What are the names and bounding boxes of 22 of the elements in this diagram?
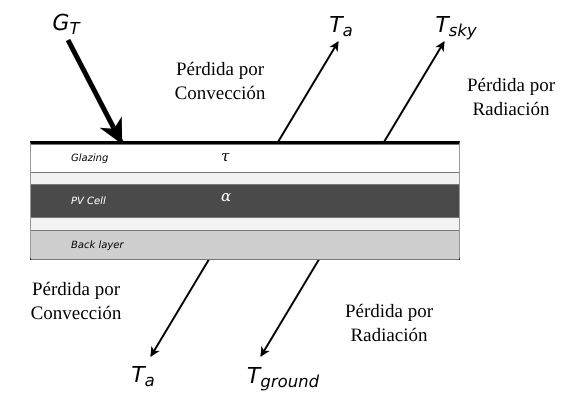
arrow [277, 41, 339, 143]
greek-symbol: τ [221, 146, 230, 167]
edge-label: Pérdida por Convección [30, 278, 122, 326]
temperature-symbol: T$_{a}$ [128, 358, 158, 392]
temperature-symbol: T$_{a}$ [326, 10, 356, 40]
arrow [260, 258, 320, 357]
solar-panel [30, 141, 460, 260]
temperature-symbol: G$_{T}$ [44, 8, 88, 38]
layer-label: Glazing [71, 152, 108, 166]
panel-layer [31, 230, 459, 260]
greek-symbol: α [221, 186, 232, 207]
panel-layer [31, 184, 459, 218]
edge-label: Pérdida por Convección [174, 58, 266, 106]
edge-label: Pérdida por Radiación [344, 300, 434, 348]
temperature-symbol: T$_{sky}$ [434, 10, 478, 40]
temperature-symbol: T$_{ground}$ [246, 358, 320, 394]
edge-label: Pérdida por Radiación [466, 74, 556, 122]
arrow [383, 41, 445, 143]
panel-layer [31, 144, 459, 173]
layer-label: Back layer [71, 238, 124, 252]
arrow [150, 258, 210, 357]
layer-label: PV Cell [71, 194, 106, 208]
